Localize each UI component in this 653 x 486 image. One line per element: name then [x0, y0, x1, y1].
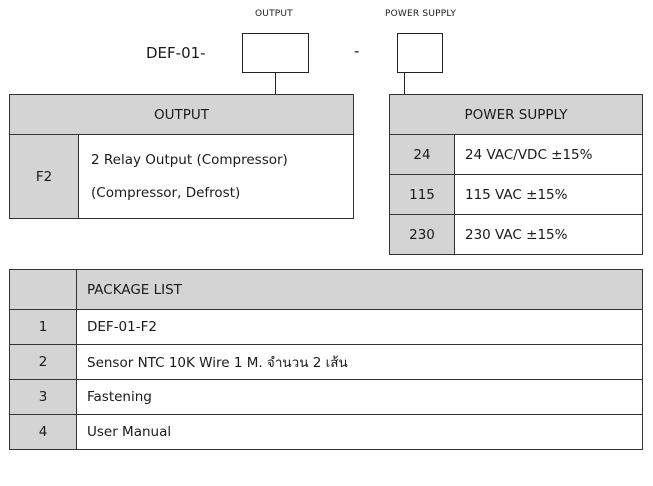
table-row: 2 Sensor NTC 10K Wire 1 M. จำนวน 2 เส้น — [9, 344, 643, 380]
model-prefix: DEF-01- — [146, 44, 206, 62]
table-row: 3 Fastening — [9, 379, 643, 415]
package-item-cell: DEF-01-F2 — [76, 309, 643, 345]
package-item-cell: User Manual — [76, 414, 643, 450]
package-list-header: PACKAGE LIST — [76, 269, 643, 310]
package-header-blank — [9, 269, 77, 310]
output-table-header: OUTPUT — [9, 94, 354, 135]
power-desc-cell: 230 VAC ±15% — [454, 214, 643, 255]
slot1-label: OUTPUT — [255, 9, 293, 19]
power-code-cell: 115 — [389, 174, 455, 215]
table-row: 230 230 VAC ±15% — [389, 214, 643, 255]
output-desc-line1: 2 Relay Output (Compressor) — [91, 152, 288, 168]
table-row: 1 DEF-01-F2 — [9, 309, 643, 345]
package-no-cell: 3 — [9, 379, 77, 415]
output-code-cell: F2 — [9, 134, 79, 219]
package-no-cell: 1 — [9, 309, 77, 345]
output-connector — [275, 73, 276, 94]
power-slot-box — [397, 33, 443, 73]
package-item-cell: Fastening — [76, 379, 643, 415]
power-table: POWER SUPPLY 24 24 VAC/VDC ±15% 115 115 … — [389, 94, 643, 255]
power-desc-cell: 24 VAC/VDC ±15% — [454, 134, 643, 175]
package-no-cell: 4 — [9, 414, 77, 450]
power-table-header: POWER SUPPLY — [389, 94, 643, 135]
power-code-cell: 24 — [389, 134, 455, 175]
table-row: 115 115 VAC ±15% — [389, 174, 643, 215]
output-desc-cell: 2 Relay Output (Compressor) (Compressor,… — [78, 134, 354, 219]
slot2-label: POWER SUPPLY — [385, 9, 457, 19]
table-row: 4 User Manual — [9, 414, 643, 450]
output-slot-box — [242, 33, 309, 73]
power-connector — [404, 73, 405, 94]
package-no-cell: 2 — [9, 344, 77, 380]
power-desc-cell: 115 VAC ±15% — [454, 174, 643, 215]
table-row: 24 24 VAC/VDC ±15% — [389, 134, 643, 175]
package-list-table: PACKAGE LIST 1 DEF-01-F2 2 Sensor NTC 10… — [9, 269, 643, 450]
output-desc-line2: (Compressor, Defrost) — [91, 185, 241, 201]
model-separator: - — [354, 42, 360, 60]
power-code-cell: 230 — [389, 214, 455, 255]
package-item-cell: Sensor NTC 10K Wire 1 M. จำนวน 2 เส้น — [76, 344, 643, 380]
output-table: OUTPUT F2 2 Relay Output (Compressor) (C… — [9, 94, 354, 219]
